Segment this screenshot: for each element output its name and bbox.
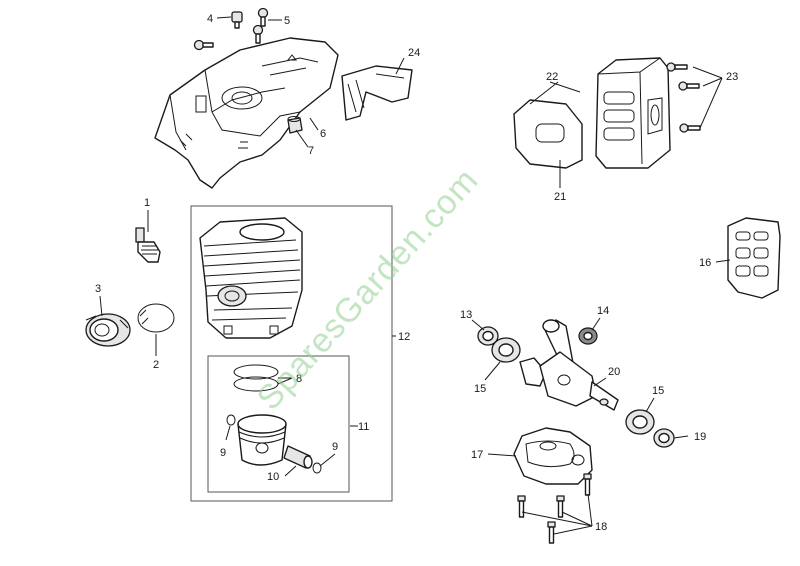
callout-5: 5: [284, 15, 290, 27]
callout-4: 4: [207, 13, 213, 25]
screw-part-4: [231, 11, 243, 29]
piston-kit-frame: [207, 355, 350, 493]
callout-22: 22: [546, 71, 558, 83]
callout-6: 6: [320, 128, 326, 140]
callout-15-right: 15: [652, 385, 664, 397]
cylinder-part: [199, 217, 303, 339]
spark-plug-part-1: [135, 227, 161, 263]
crankcase-bolt-part-18: [517, 473, 592, 544]
piston-clip-part-9: [226, 414, 322, 474]
needle-bearing-part-14: [578, 327, 598, 345]
cylinder-kit-frame: [190, 205, 393, 502]
callout-1: 1: [144, 197, 150, 209]
muffler-gasket-part-21: [513, 99, 583, 169]
intake-boot-part-3: [85, 313, 131, 347]
callout-21: 21: [554, 191, 566, 203]
callout-19: 19: [694, 431, 706, 443]
piston-pin-part-10: [283, 445, 313, 469]
callout-labels: 4 5 6 7 24 22 21 23 16 1 3 2 12 8 11 9 9…: [95, 13, 738, 533]
leader-lines: [99, 16, 731, 535]
callout-23: 23: [726, 71, 738, 83]
crankshaft-part-20: [519, 319, 619, 411]
clamp-part-2: [137, 303, 175, 333]
muffler-part: [595, 57, 671, 169]
callout-20: 20: [608, 366, 620, 378]
piston-part: [237, 414, 287, 466]
callout-12: 12: [398, 331, 410, 343]
callout-8: 8: [296, 373, 302, 385]
muffler-bolt-part-23: [666, 62, 701, 133]
callout-13: 13: [460, 309, 472, 321]
callout-9-right: 9: [332, 441, 338, 453]
decal-part-16: [727, 217, 781, 299]
screw-part: [193, 39, 214, 51]
callout-10: 10: [267, 471, 279, 483]
screw-part-5: [252, 7, 269, 44]
callout-16: 16: [699, 257, 711, 269]
bearing-part-15: [491, 337, 655, 435]
callout-15-left: 15: [474, 383, 486, 395]
filter-plate-part-24: [341, 65, 413, 121]
oil-seal-part-13: [477, 326, 499, 346]
callout-24: 24: [408, 47, 420, 59]
callout-17: 17: [471, 449, 483, 461]
callout-11: 11: [358, 421, 369, 433]
callout-7: 7: [308, 145, 314, 157]
callout-9-left: 9: [220, 447, 226, 459]
callout-14: 14: [597, 305, 609, 317]
crankcase-part-17: [513, 427, 593, 485]
bushing-part-7: [287, 116, 303, 134]
callout-18: 18: [595, 521, 607, 533]
callout-2: 2: [153, 359, 159, 371]
callout-3: 3: [95, 283, 101, 295]
top-cover-part: [154, 37, 339, 189]
oil-seal-part-19: [653, 428, 675, 448]
